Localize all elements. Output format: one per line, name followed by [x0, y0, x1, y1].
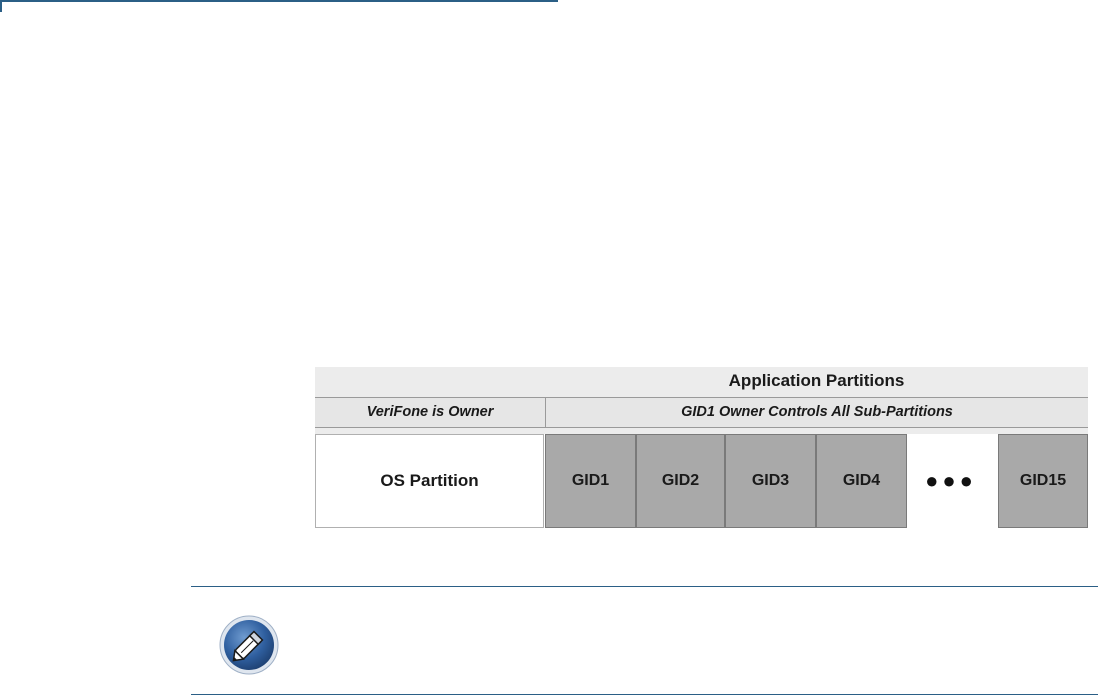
header-rule — [0, 0, 558, 2]
gid-partitions: GID1 GID2 GID3 GID4 ●●● GID15 — [544, 434, 1088, 528]
diagram-title: Application Partitions — [728, 371, 905, 390]
ellipsis-dots: ●●● — [925, 468, 977, 493]
gid-partition-1: GID1 — [545, 434, 636, 528]
os-partition-cell: OS Partition — [315, 434, 544, 528]
gid-partition-3: GID3 — [725, 434, 816, 528]
gid-partition-4: GID4 — [816, 434, 907, 528]
note-bottom-rule — [191, 694, 1098, 695]
partition-diagram: Application Partitions VeriFone is Owner… — [315, 367, 1088, 528]
owner-row: VeriFone is Owner GID1 Owner Controls Al… — [315, 397, 1088, 428]
gid-partition-2: GID2 — [636, 434, 725, 528]
header-tick — [0, 0, 2, 12]
note-top-rule — [191, 586, 1098, 587]
owner-left-cell: VeriFone is Owner — [315, 398, 546, 427]
partition-row: OS Partition GID1 GID2 GID3 GID4 ●●● GID… — [315, 434, 1088, 528]
gid-partition-15: GID15 — [998, 434, 1088, 528]
pencil-note-icon — [218, 614, 280, 676]
owner-right-cell: GID1 Owner Controls All Sub-Partitions — [681, 404, 953, 420]
